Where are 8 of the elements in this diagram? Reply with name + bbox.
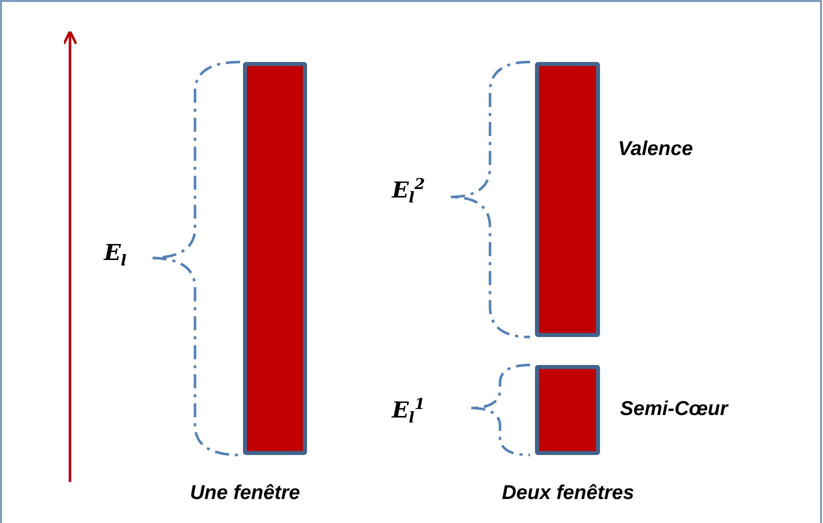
band-label: Valence bbox=[618, 138, 693, 161]
energy-label: E$_{l}$ bbox=[104, 240, 126, 270]
band-label: Semi-Cœur bbox=[620, 398, 728, 421]
energy-bar bbox=[535, 365, 600, 455]
caption-label: Deux fenêtres bbox=[502, 482, 634, 505]
caption-label: Une fenêtre bbox=[190, 482, 300, 505]
energy-bar bbox=[243, 62, 307, 455]
energy-bar bbox=[535, 62, 600, 337]
